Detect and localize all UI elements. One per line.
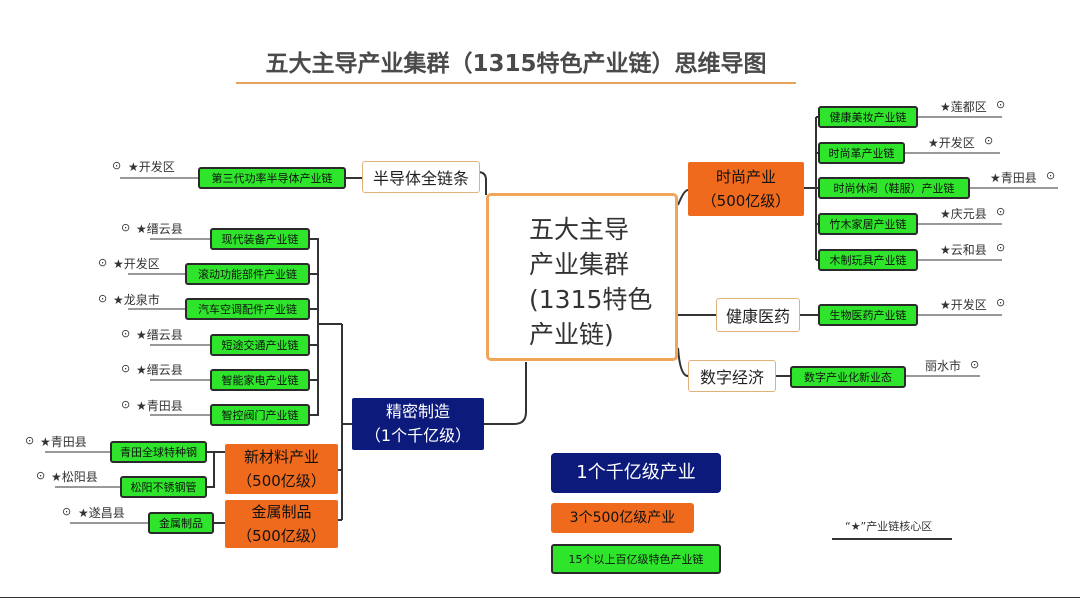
dot-icon: ⊙ (36, 469, 46, 482)
chain-precision-5: 智能家电产业链 (210, 369, 310, 391)
materials-level: （500亿级） (237, 472, 326, 490)
legend-green: 15个以上百亿级特色产业链 (551, 544, 721, 574)
chain-precision-3: 汽车空调配件产业链 (185, 298, 310, 320)
branch-materials: 新材料产业 （500亿级） (225, 444, 338, 494)
loc-fashion-5: ★云和县 (940, 243, 987, 257)
chain-precision-4: 短途交通产业链 (210, 334, 310, 356)
precision-level: （1个千亿级） (364, 426, 472, 445)
chain-materials-2: 松阳不锈钢管 (120, 476, 207, 498)
loc-precision-1: ★缙云县 (136, 222, 183, 236)
dot-icon: ⊙ (98, 256, 108, 269)
legend-note: “★”产业链核心区 (845, 520, 933, 533)
central-node: 五大主导 产业集群 (1315特色 产业链) (486, 193, 678, 361)
dot-icon: ⊙ (1046, 169, 1056, 182)
chain-health: 生物医药产业链 (818, 304, 918, 326)
link-fashion (677, 189, 689, 206)
fashion-level: （500亿级） (701, 192, 791, 210)
loc-precision-6: ★青田县 (136, 399, 183, 413)
chain-fashion-2: 时尚革产业链 (818, 142, 905, 164)
chain-semiconductor: 第三代功率半导体产业链 (198, 167, 346, 189)
dot-icon: ⊙ (121, 362, 131, 375)
dot-icon: ⊙ (996, 205, 1006, 218)
metal-label: 金属制品 (251, 503, 312, 521)
dot-icon: ⊙ (121, 221, 131, 234)
dot-icon: ⊙ (98, 292, 108, 305)
loc-fashion-1: ★莲都区 (940, 100, 987, 114)
branch-metal: 金属制品 （500亿级） (225, 500, 338, 548)
chain-fashion-3: 时尚休闲（鞋服）产业链 (818, 177, 970, 199)
loc-digital: 丽水市 (925, 359, 962, 373)
loc-precision-2: ★开发区 (113, 257, 160, 271)
dot-icon: ⊙ (25, 434, 35, 447)
dot-icon: ⊙ (62, 505, 72, 518)
chain-metal-1: 金属制品 (148, 512, 214, 534)
loc-health: ★开发区 (940, 298, 987, 312)
chain-fashion-4: 竹木家居产业链 (818, 213, 918, 235)
link-precision (484, 362, 527, 425)
loc-precision-5: ★缙云县 (136, 363, 183, 377)
chain-fashion-5: 木制玩具产业链 (818, 249, 918, 271)
branch-precision: 精密制造 （1个千亿级） (352, 398, 484, 450)
loc-metal-1: ★遂昌县 (78, 506, 125, 520)
legend-orange: 3个500亿级产业 (551, 503, 694, 533)
branch-fashion: 时尚产业 （500亿级） (688, 162, 804, 216)
loc-fashion-3: ★青田县 (990, 171, 1037, 185)
loc-fashion-4: ★庆元县 (940, 207, 987, 221)
loc-precision-4: ★缙云县 (136, 328, 183, 342)
loc-materials-1: ★青田县 (40, 435, 87, 449)
materials-bus (207, 451, 225, 488)
legend-navy: 1个千亿级产业 (551, 453, 721, 493)
branch-semiconductor: 半导体全链条 (362, 161, 480, 193)
dot-icon: ⊙ (970, 358, 980, 371)
chain-precision-1: 现代装备产业链 (210, 228, 310, 250)
materials-label: 新材料产业 (243, 448, 319, 466)
branch-health: 健康医药 (716, 298, 800, 332)
center-line-1: 五大主导 (529, 215, 630, 244)
dot-icon: ⊙ (121, 398, 131, 411)
bottom-divider (0, 597, 1080, 598)
page-title: 五大主导产业集群（1315特色产业链）思维导图 (265, 51, 767, 77)
legend-note-underline (832, 538, 952, 540)
precision-label: 精密制造 (385, 402, 450, 421)
center-line-3: (1315特色 (529, 285, 653, 314)
chain-digital: 数字产业化新业态 (790, 366, 906, 388)
loc-fashion-2: ★开发区 (928, 136, 975, 150)
loc-semiconductor: ★开发区 (128, 160, 175, 174)
chain-materials-1: 青田全球特种钢 (110, 441, 207, 463)
fashion-label: 时尚产业 (715, 168, 776, 186)
title-underline (236, 82, 796, 84)
dot-icon: ⊙ (996, 241, 1006, 254)
link-digital (677, 347, 689, 377)
dot-icon: ⊙ (996, 296, 1006, 309)
metal-level: （500亿级） (237, 527, 326, 545)
loc-precision-3: ★龙泉市 (113, 293, 160, 307)
chain-fashion-1: 健康美妆产业链 (818, 106, 918, 128)
chain-precision-2: 滚动功能部件产业链 (185, 263, 310, 285)
center-line-2: 产业集群 (529, 250, 630, 279)
precision-chain-bus (310, 238, 319, 416)
branch-digital: 数字经济 (688, 360, 776, 392)
dot-icon: ⊙ (984, 134, 994, 147)
chain-precision-6: 智控阀门产业链 (210, 404, 310, 426)
center-line-4: 产业链) (529, 320, 614, 349)
dot-icon: ⊙ (112, 159, 122, 172)
dot-icon: ⊙ (996, 98, 1006, 111)
dot-icon: ⊙ (121, 327, 131, 340)
loc-materials-2: ★松阳县 (51, 470, 98, 484)
